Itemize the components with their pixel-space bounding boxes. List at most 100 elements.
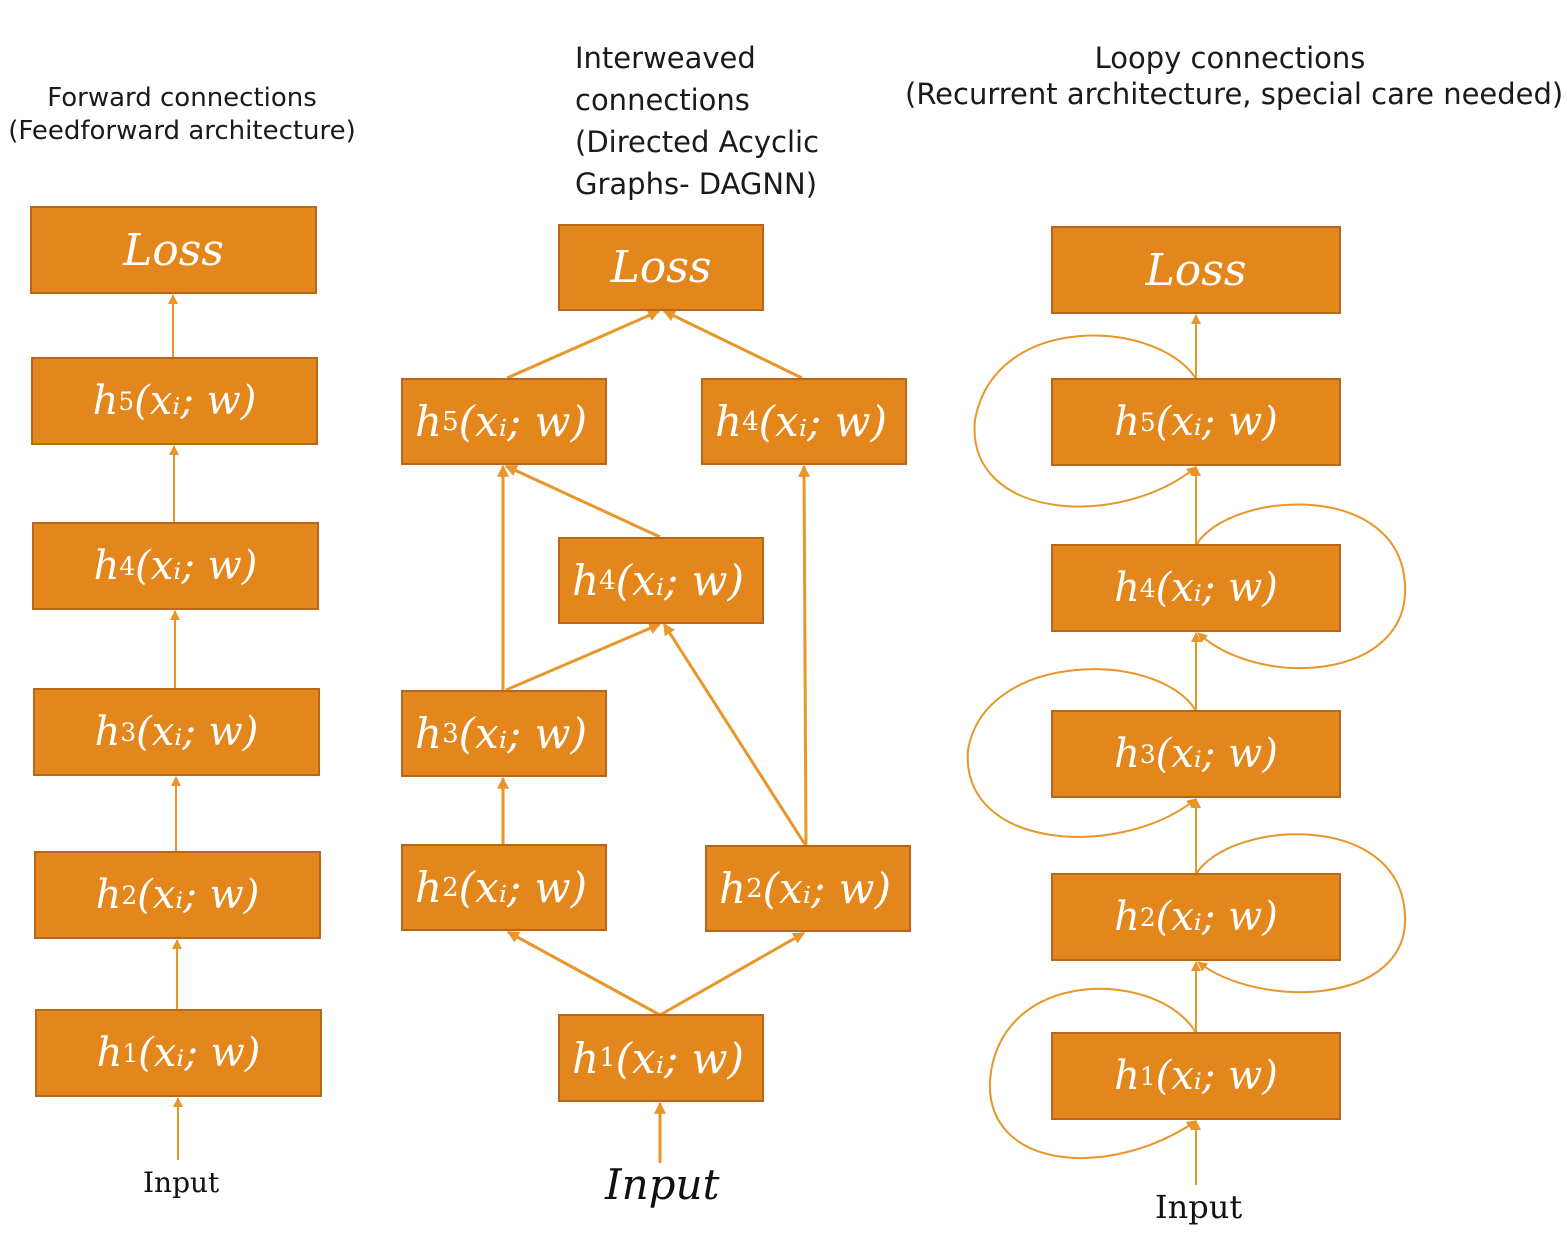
ff-h5-sub: 5: [118, 386, 135, 416]
dag-h3-letter: h: [415, 709, 443, 758]
dag-edge-h4right-loss: [662, 309, 803, 380]
ff-input-label: Input: [143, 1166, 220, 1199]
loop-h2-sub: 2: [1139, 902, 1156, 932]
ff-h2-args: (xᵢ; w): [137, 872, 260, 918]
dag-h4-right-letter: h: [715, 397, 743, 446]
ff-loss-node: Loss: [30, 206, 317, 294]
ff-h4-sub: 4: [119, 551, 136, 581]
dag-h1-sub: 1: [599, 1043, 616, 1073]
dag-h4-mid-letter: h: [572, 556, 600, 605]
loop-h5-letter: h: [1114, 399, 1140, 445]
feedforward-title-line-2: (Feedforward architecture): [8, 115, 356, 146]
loopy-title-line-2: (Recurrent architecture, special care ne…: [905, 77, 1564, 111]
loop-h2-letter: h: [1114, 894, 1140, 940]
dag-h3-args: (xᵢ; w): [458, 709, 587, 758]
loop-h3-args: (xᵢ; w): [1155, 731, 1278, 777]
ff-h3-sub: 3: [120, 717, 137, 747]
dag-h2-right-letter: h: [719, 864, 747, 913]
dag-h2-left-sub: 2: [442, 872, 459, 903]
dag-h5-args: (xᵢ; w): [458, 397, 587, 446]
loop-h3-sub: 3: [1139, 739, 1156, 769]
feedforward-title: Forward connections (Feedforward archite…: [4, 82, 360, 147]
dag-title-line-3: (Directed Acyclic: [575, 125, 820, 159]
dag-h2-right-args: (xᵢ; w): [762, 864, 891, 913]
dag-h4-right-sub: 4: [742, 406, 759, 437]
dag-h1-letter: h: [572, 1033, 600, 1083]
loop-recurrent-h5: [973, 334, 1197, 508]
ff-h1-sub: 1: [122, 1038, 139, 1068]
ff-h1-args: (xᵢ; w): [138, 1030, 261, 1076]
ff-h3-args: (xᵢ; w): [136, 709, 259, 755]
ff-h1-letter: h: [96, 1030, 123, 1076]
dag-edge-h1-h2left: [506, 930, 661, 1017]
dag-h5-sub: 5: [442, 406, 459, 437]
dag-h1-args: (xᵢ; w): [615, 1033, 744, 1083]
loop-h4-letter: h: [1114, 565, 1140, 611]
ff-h2-sub: 2: [121, 880, 138, 910]
dag-title-line-1: Interweaved: [575, 41, 756, 75]
loop-loss-label: Loss: [1145, 244, 1247, 296]
dag-input-label: Input: [605, 1160, 720, 1209]
dag-h3-sub: 3: [442, 718, 459, 749]
loop-h1-args: (xᵢ; w): [1155, 1053, 1278, 1099]
dag-h2-right-sub: 2: [746, 873, 763, 904]
loopy-title: Loopy connections (Recurrent architectur…: [905, 40, 1564, 112]
ff-loss-label: Loss: [123, 224, 224, 276]
ff-h4-args: (xᵢ; w): [135, 543, 258, 589]
dag-edge-h1-h2right: [659, 931, 806, 1017]
dag-title-line-4: Graphs- DAGNN): [575, 167, 818, 201]
dag-h4-mid-sub: 4: [599, 565, 616, 596]
loop-h4-args: (xᵢ; w): [1155, 565, 1278, 611]
loop-recurrent-h4: [1195, 503, 1407, 670]
ff-h2-letter: h: [95, 872, 122, 918]
dag-h2-left-args: (xᵢ; w): [458, 863, 587, 912]
ff-h5-args: (xᵢ; w): [134, 378, 257, 424]
dag-h4-right-args: (xᵢ; w): [758, 397, 887, 446]
dag-title: Interweaved connections (Directed Acycli…: [575, 37, 819, 205]
loopy-title-line-1: Loopy connections: [1094, 41, 1366, 75]
loop-h1-letter: h: [1114, 1053, 1140, 1099]
dag-loss-node: Loss: [558, 224, 764, 311]
loop-h3-letter: h: [1114, 731, 1140, 777]
dag-edge-h5-loss: [506, 309, 661, 380]
loop-recurrent-h2: [1195, 833, 1407, 994]
dag-h2-left-letter: h: [415, 863, 443, 912]
loop-recurrent-h3: [966, 668, 1197, 838]
dag-edge-h2right-h4right: [798, 464, 811, 847]
ff-h5-letter: h: [92, 378, 119, 424]
dag-edge-h4mid-h5: [504, 464, 661, 539]
loop-input-label: Input: [1155, 1188, 1243, 1226]
dag-h4-mid-args: (xᵢ; w): [615, 556, 744, 605]
dag-loss-label: Loss: [610, 242, 712, 293]
ff-h3-letter: h: [94, 709, 121, 755]
dag-edge-h2right-h4mid: [662, 622, 808, 847]
ff-h4-letter: h: [93, 543, 120, 589]
dag-h5-letter: h: [415, 397, 443, 446]
dag-edge-h3-h4mid: [505, 622, 662, 692]
loop-recurrent-h1: [988, 987, 1197, 1159]
loop-h5-sub: 5: [1139, 407, 1156, 437]
feedforward-title-line-1: Forward connections: [47, 83, 317, 113]
loop-h1-sub: 1: [1139, 1061, 1156, 1091]
loop-h2-args: (xᵢ; w): [1155, 894, 1278, 940]
loop-h5-args: (xᵢ; w): [1155, 399, 1278, 445]
loop-loss-node: Loss: [1051, 226, 1341, 314]
dag-title-line-2: connections: [575, 83, 750, 117]
